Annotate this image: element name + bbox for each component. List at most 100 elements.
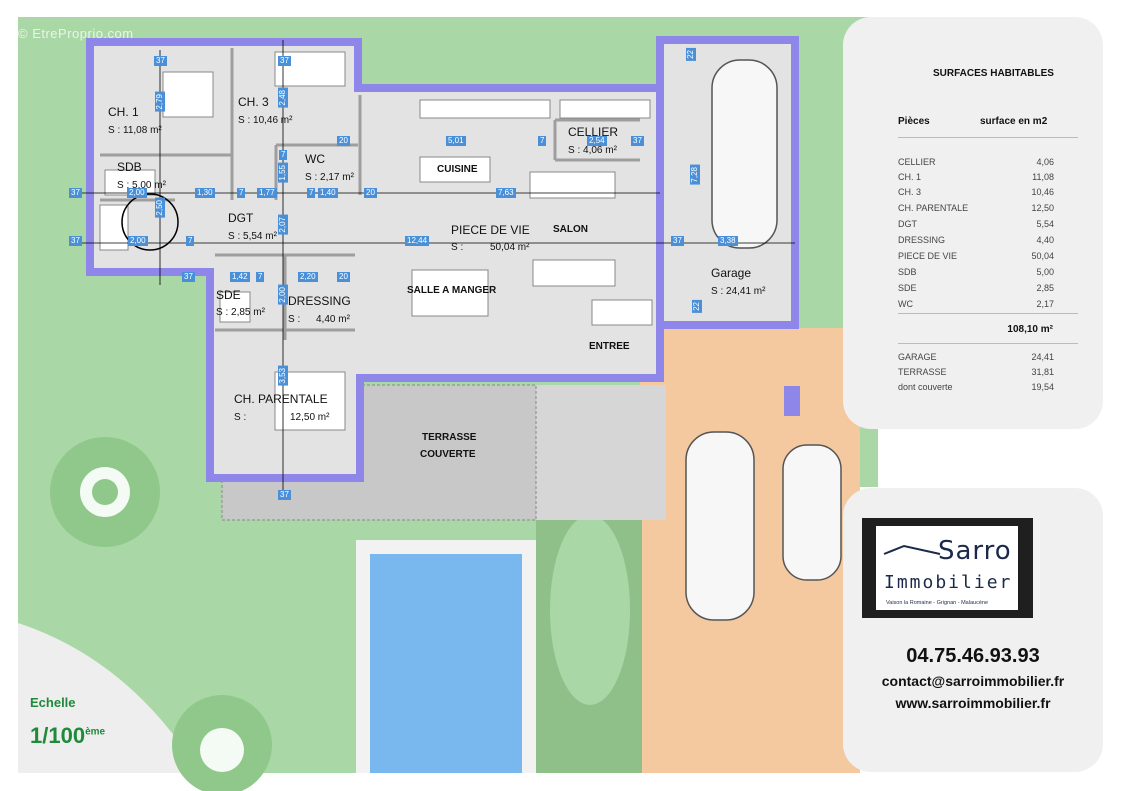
- paved-area: [534, 385, 666, 520]
- dimension-tag: 20: [337, 136, 350, 146]
- table-cell-name: WC: [898, 299, 913, 309]
- room-dressing-area-value: 4,40 m²: [316, 314, 350, 325]
- room-sde-area: S : 2,85 m²: [216, 307, 265, 318]
- watermark: © EtreProprio.com: [18, 26, 134, 41]
- car-icon: [685, 59, 842, 621]
- agency-email-link[interactable]: contact@sarroimmobilier.fr: [881, 673, 1065, 689]
- dimension-tag: 2,48: [278, 88, 288, 108]
- table-cell-value: 4,06: [1036, 157, 1054, 167]
- dimension-tag: 7: [307, 188, 316, 198]
- dimension-tag: 2,00: [278, 285, 288, 305]
- scale-suffix: ème: [85, 726, 106, 738]
- dimension-tag: 7: [256, 272, 265, 282]
- room-ch3-name: CH. 3: [238, 95, 269, 109]
- table-cell-name: TERRASSE: [898, 367, 947, 377]
- dimension-tag: 37: [182, 272, 195, 282]
- dimension-tag: 2,07: [278, 215, 288, 235]
- agency-logo-towns: Vaison la Romaine - Grignan - Malaucène: [886, 600, 989, 606]
- table-row: CELLIER 4,06: [898, 157, 1054, 167]
- dimension-tag: 2,50: [155, 198, 165, 218]
- exterior-walls: [86, 38, 664, 482]
- dimension-tag: 2,20: [298, 272, 318, 282]
- room-cellier-name: CELLIER: [568, 125, 619, 139]
- dimension-tag: 5,01: [446, 136, 466, 146]
- roof-icon: [883, 544, 941, 555]
- tree-icon: [172, 695, 272, 791]
- room-salon-name: SALON: [553, 224, 588, 235]
- agency-website-link[interactable]: www.sarroimmobilier.fr: [895, 695, 1051, 711]
- room-salle-name: SALLE A MANGER: [407, 285, 497, 296]
- table-cell-name: PIECE DE VIE: [898, 251, 958, 261]
- room-piece-area: S :: [451, 242, 464, 253]
- room-ch1-area: S : 11,08 m²: [108, 125, 162, 136]
- room-sdb-area: S : 5,00 m²: [117, 180, 166, 191]
- marker: [784, 386, 800, 416]
- table-cell-name: CH. 1: [898, 172, 922, 182]
- dimension-tag: 7,63: [496, 188, 516, 198]
- dimension-tag: 37: [154, 56, 167, 66]
- dimension-tag: 2,00: [128, 236, 148, 246]
- agency-contact-panel: Sarro Immobilier Vaison la Romaine - Gri…: [843, 488, 1103, 772]
- table-cell-value: 2,17: [1036, 299, 1054, 309]
- room-ch1-name: CH. 1: [108, 105, 139, 119]
- table-col-surface: surface en m2: [980, 116, 1048, 127]
- room-wc-name: WC: [305, 152, 325, 166]
- scale-label: Echelle: [30, 695, 76, 710]
- table-cell-name: CH. 3: [898, 187, 922, 197]
- room-garage-name: Garage: [711, 266, 752, 280]
- tree-icon: [50, 437, 160, 547]
- room-dgt-area: S : 5,54 m²: [228, 231, 277, 242]
- dimension-tag: 1,55: [278, 163, 288, 183]
- table-cell-value: 5,00: [1036, 267, 1054, 277]
- lawn-edge: [18, 623, 200, 773]
- table-cell-value: 19,54: [1031, 382, 1054, 392]
- furniture: [99, 51, 653, 431]
- dimension-tag: 37: [278, 56, 291, 66]
- agency-logo-name: Sarro: [938, 536, 1012, 566]
- scale-value: 1/100ème: [30, 723, 105, 749]
- room-entree-name: ENTREE: [589, 341, 630, 352]
- room-garage-area: S : 24,41 m²: [711, 286, 766, 297]
- table-row: dont couverte 19,54: [898, 382, 1054, 392]
- table-cell-value: 12,50: [1031, 203, 1054, 213]
- room-chp-area-value: 12,50 m²: [290, 412, 330, 423]
- table-cell-value: 5,54: [1036, 219, 1054, 229]
- table-cell-value: 2,85: [1036, 283, 1054, 293]
- table-cell-name: DRESSING: [898, 235, 946, 245]
- agency-logo: Sarro Immobilier Vaison la Romaine - Gri…: [862, 518, 1033, 618]
- table-divider: [898, 313, 1078, 314]
- table-total: 108,10 m²: [1007, 324, 1053, 335]
- room-terrasse-name-2: COUVERTE: [420, 449, 476, 460]
- room-chp-area: S :: [234, 412, 247, 423]
- surface-table-panel: SURFACES HABITABLES Pièces surface en m2…: [843, 17, 1103, 429]
- room-sdb-name: SDB: [117, 160, 142, 174]
- scale-ratio: 1/100: [30, 723, 86, 748]
- dimension-tag: 7: [538, 136, 547, 146]
- dimension-tag: 37: [631, 136, 644, 146]
- table-cell-name: CH. PARENTALE: [898, 203, 969, 213]
- table-cell-value: 11,08: [1032, 172, 1054, 182]
- agency-phone: 04.75.46.93.93: [906, 645, 1040, 667]
- table-cell-name: CELLIER: [898, 157, 936, 167]
- dimension-tag: 3,53: [278, 366, 288, 386]
- pool: [370, 554, 522, 773]
- dimension-tag: 7,28: [690, 165, 700, 185]
- table-cell-value: 4,40: [1036, 235, 1054, 245]
- room-piece-name: PIECE DE VIE: [451, 223, 530, 237]
- room-wc-area: S : 2,17 m²: [305, 172, 354, 183]
- table-cell-value: 24,41: [1031, 352, 1054, 362]
- room-dgt-name: DGT: [228, 211, 254, 225]
- table-divider: [898, 137, 1078, 138]
- garden-bed: [550, 515, 630, 705]
- dimension-tag: 1,42: [230, 272, 250, 282]
- table-col-pieces: Pièces: [898, 116, 930, 127]
- dimension-tag: 20: [364, 188, 377, 198]
- table-cell-name: DGT: [898, 219, 917, 229]
- dimension-tag: 37: [671, 236, 684, 246]
- table-cell-name: dont couverte: [898, 382, 953, 392]
- dimension-tag: 1,40: [318, 188, 338, 198]
